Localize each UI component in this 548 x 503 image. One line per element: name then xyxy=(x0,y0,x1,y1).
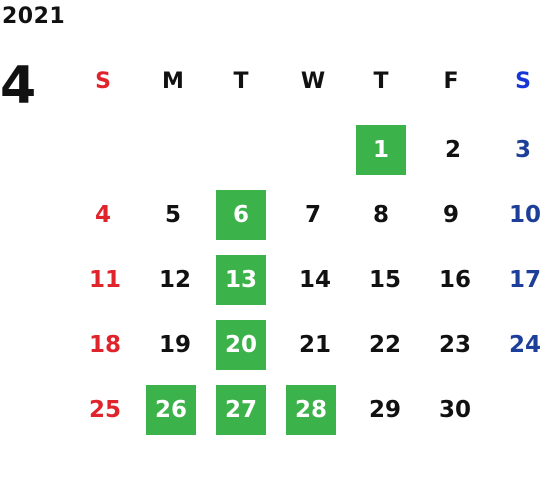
day-cell[interactable]: 18 xyxy=(88,332,121,358)
day-cell[interactable]: 25 xyxy=(88,397,121,423)
day-cell[interactable]: 22 xyxy=(368,332,401,358)
day-cell[interactable]: 29 xyxy=(368,397,401,423)
day-cell[interactable]: 17 xyxy=(508,267,541,293)
weekday-friday: F xyxy=(443,68,459,94)
day-cell[interactable]: 7 xyxy=(304,202,321,228)
day-cell[interactable]: 15 xyxy=(368,267,401,293)
calendar-month: 4 xyxy=(0,56,37,116)
weekday-sunday: S xyxy=(95,68,111,94)
weekday-monday: M xyxy=(162,68,184,94)
day-cell[interactable]: 4 xyxy=(94,202,111,228)
day-cell[interactable]: 16 xyxy=(438,267,471,293)
day-cell[interactable]: 24 xyxy=(508,332,541,358)
weekday-saturday: S xyxy=(515,68,531,94)
day-cell[interactable]: 10 xyxy=(508,202,541,228)
calendar-year: 2021 xyxy=(2,4,66,29)
day-cell[interactable]: 21 xyxy=(298,332,331,358)
weekday-wednesday: W xyxy=(300,68,326,94)
day-cell[interactable]: 26 xyxy=(146,385,196,435)
day-cell[interactable]: 23 xyxy=(438,332,471,358)
day-cell[interactable]: 11 xyxy=(88,267,121,293)
day-cell[interactable]: 28 xyxy=(286,385,336,435)
day-cell[interactable]: 13 xyxy=(216,255,266,305)
day-cell[interactable]: 14 xyxy=(298,267,331,293)
day-cell[interactable]: 1 xyxy=(356,125,406,175)
day-cell[interactable]: 19 xyxy=(158,332,191,358)
day-cell[interactable]: 5 xyxy=(164,202,181,228)
day-cell[interactable]: 30 xyxy=(438,397,471,423)
day-cell[interactable]: 9 xyxy=(442,202,459,228)
day-cell[interactable]: 2 xyxy=(444,137,461,163)
day-cell[interactable]: 3 xyxy=(514,137,531,163)
day-cell[interactable]: 8 xyxy=(372,202,389,228)
day-cell[interactable]: 20 xyxy=(216,320,266,370)
day-cell[interactable]: 12 xyxy=(158,267,191,293)
weekday-tuesday: T xyxy=(233,68,249,94)
day-cell[interactable]: 6 xyxy=(216,190,266,240)
day-cell[interactable]: 27 xyxy=(216,385,266,435)
weekday-thursday: T xyxy=(373,68,389,94)
